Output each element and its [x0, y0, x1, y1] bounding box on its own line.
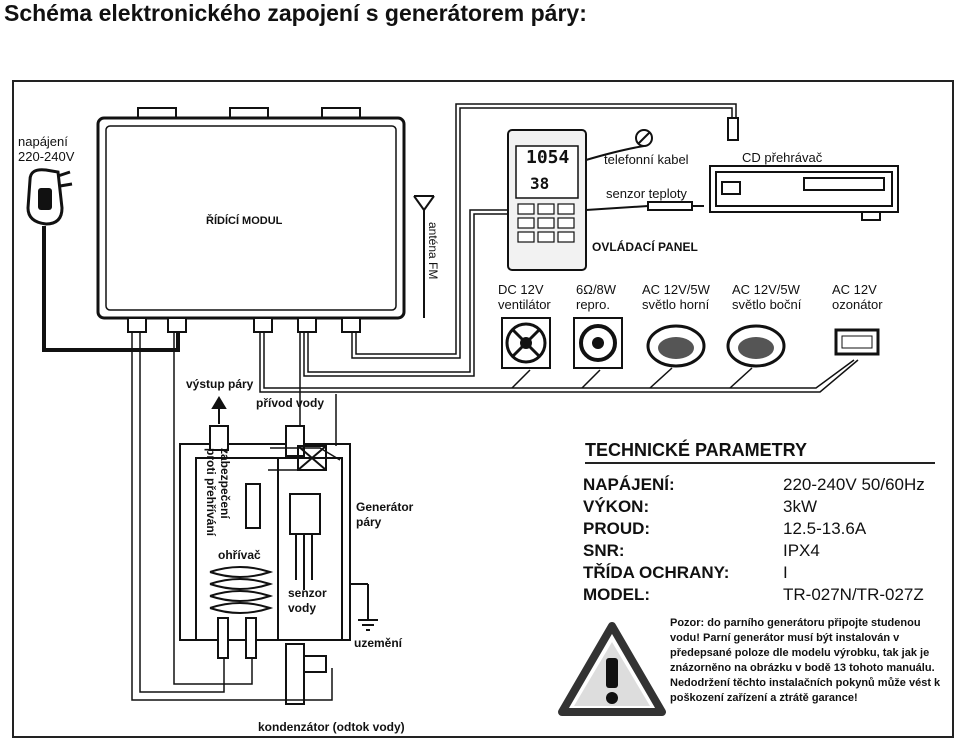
params-divider — [585, 462, 935, 464]
fan-icon — [501, 317, 551, 369]
cd-player-label: CD přehrávač — [742, 150, 823, 165]
temp-sensor-label: senzor teploty — [606, 186, 687, 201]
params-heading: TECHNICKÉ PARAMETRY — [585, 440, 808, 460]
control-module-box — [96, 107, 406, 333]
ground-label: uzemění — [354, 636, 403, 650]
params-row: VÝKON:3kW — [583, 497, 817, 516]
top-light-icon — [646, 324, 706, 368]
condenser-label: kondenzátor (odtok vody) — [258, 720, 405, 734]
water-inlet-label: přívod vody — [256, 396, 325, 410]
antenna-label: anténa FM — [426, 222, 440, 280]
params-table: NAPÁJENÍ:220-240V 50/60Hz VÝKON:3kW PROU… — [583, 474, 925, 606]
phone-cable-label: telefonní kabel — [604, 152, 689, 167]
panel-display-bottom: 38 — [530, 174, 550, 193]
control-module-label: ŘÍDÍCÍ MODUL — [206, 215, 283, 227]
params-row: PROUD:12.5-13.6A — [583, 519, 867, 538]
power-plug-icon — [26, 168, 73, 226]
params-row: TŘÍDA OCHRANY:I — [583, 563, 788, 582]
panel-display-top: 1054 — [526, 147, 570, 168]
side-light-icon — [726, 324, 786, 368]
ozonator-icon — [834, 328, 880, 356]
params-row: MODEL:TR-027N/TR-027Z — [583, 585, 924, 604]
warning-text: Pozor: do parního generátoru připojte st… — [670, 617, 941, 704]
speaker-icon — [573, 317, 623, 369]
diagram-frame — [12, 80, 954, 738]
cd-player-icon — [709, 165, 899, 221]
steam-generator-unit — [179, 396, 378, 705]
control-panel-label: OVLÁDACÍ PANEL — [592, 240, 698, 254]
page-title: Schéma elektronického zapojení s generát… — [4, 0, 587, 26]
warning-triangle-icon — [558, 622, 666, 716]
control-panel-device — [507, 129, 587, 271]
steam-output-label: výstup páry — [186, 377, 254, 391]
params-row: SNR:IPX4 — [583, 541, 820, 560]
heater-label: ohřívač — [218, 548, 261, 562]
params-row: NAPÁJENÍ:220-240V 50/60Hz — [583, 475, 925, 494]
antenna-icon — [413, 195, 435, 318]
